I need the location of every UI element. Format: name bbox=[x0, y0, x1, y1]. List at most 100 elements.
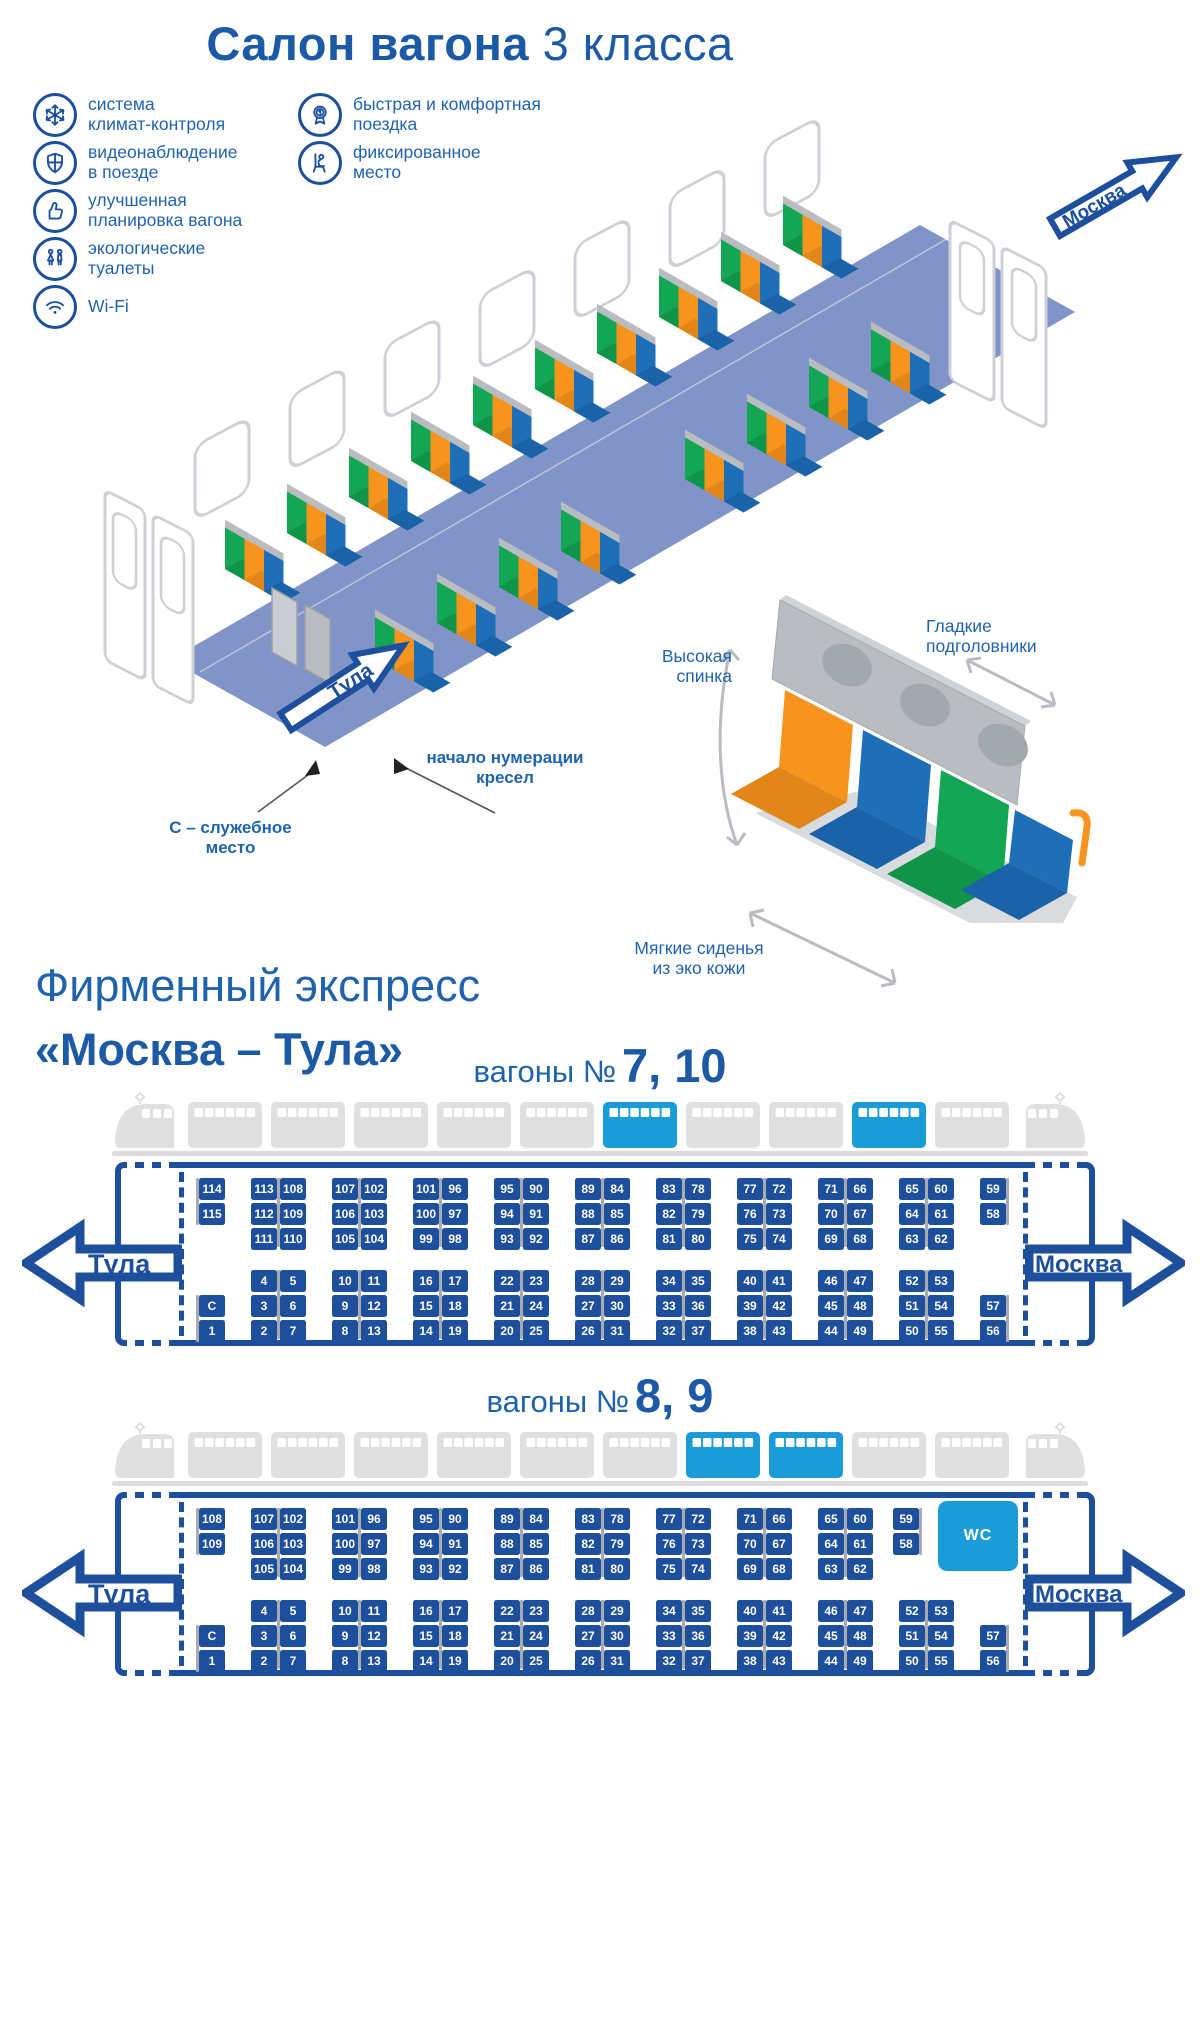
armrest-divider bbox=[277, 1178, 280, 1247]
dashed-border bbox=[1035, 1162, 1083, 1169]
armrest-divider bbox=[439, 1600, 442, 1669]
seat-cell: 32 bbox=[656, 1650, 682, 1672]
seat-cell: 31 bbox=[604, 1320, 630, 1342]
seat-cell: 90 bbox=[523, 1178, 549, 1200]
shield-icon bbox=[33, 140, 77, 185]
seat-cell: 13 bbox=[361, 1320, 387, 1342]
seat-cell: 47 bbox=[847, 1600, 873, 1622]
seat-cell: 35 bbox=[685, 1600, 711, 1622]
seat-cell: 19 bbox=[442, 1650, 468, 1672]
seat-cell: 74 bbox=[685, 1558, 711, 1580]
seat-cell: 73 bbox=[766, 1203, 792, 1225]
seat-cell: 78 bbox=[604, 1508, 630, 1530]
seat-cell: 101 bbox=[413, 1178, 439, 1200]
armrest-divider bbox=[277, 1600, 280, 1669]
seat-cell: 24 bbox=[523, 1625, 549, 1647]
seat-cell: 86 bbox=[604, 1228, 630, 1250]
seat-cell: 36 bbox=[685, 1625, 711, 1647]
seat-cell: 64 bbox=[818, 1533, 844, 1555]
seat-cell: 10 bbox=[332, 1600, 358, 1622]
page-title: Салон вагона 3 класса bbox=[0, 16, 940, 71]
seat-cell: 54 bbox=[928, 1625, 954, 1647]
seat-cell: 80 bbox=[685, 1228, 711, 1250]
map1-tula-label: Тула bbox=[88, 1249, 151, 1279]
dashed-border bbox=[1035, 1492, 1083, 1499]
armrest-divider bbox=[277, 1508, 280, 1577]
seat-cell: 105 bbox=[251, 1558, 277, 1580]
dashed-border bbox=[127, 1669, 175, 1676]
seat-cell: 38 bbox=[737, 1650, 763, 1672]
armrest-divider bbox=[196, 1625, 199, 1672]
seat-cell: 99 bbox=[332, 1558, 358, 1580]
armrest-divider bbox=[601, 1178, 604, 1247]
seat-cell: 8 bbox=[332, 1320, 358, 1342]
seat-cell: 99 bbox=[413, 1228, 439, 1250]
headrest bbox=[978, 723, 1028, 767]
seat-cell: 76 bbox=[737, 1203, 763, 1225]
seat-cell: 48 bbox=[847, 1295, 873, 1317]
armrest-divider bbox=[520, 1178, 523, 1247]
seat-cell-empty bbox=[980, 1270, 1006, 1292]
dashed-border bbox=[1035, 1669, 1083, 1676]
seat-cell: 18 bbox=[442, 1295, 468, 1317]
seat-cell: 46 bbox=[818, 1600, 844, 1622]
seat-cell: 18 bbox=[442, 1625, 468, 1647]
seat-cell: 33 bbox=[656, 1625, 682, 1647]
armrest-divider bbox=[763, 1270, 766, 1339]
seat-cell: 63 bbox=[899, 1228, 925, 1250]
seat-cell: 83 bbox=[656, 1178, 682, 1200]
seat-cell: 31 bbox=[604, 1650, 630, 1672]
seat-cell: 63 bbox=[818, 1558, 844, 1580]
seat-cell: 65 bbox=[899, 1178, 925, 1200]
seat-cell: 38 bbox=[737, 1320, 763, 1342]
seat-cell: 41 bbox=[766, 1600, 792, 1622]
seat-cell: 3 bbox=[251, 1625, 277, 1647]
seat-cell: 28 bbox=[575, 1270, 601, 1292]
seat-cell: 110 bbox=[280, 1228, 306, 1250]
seat-cell: 92 bbox=[523, 1228, 549, 1250]
seat-cell: 85 bbox=[604, 1203, 630, 1225]
armrest-divider bbox=[844, 1270, 847, 1339]
seat-cell: 53 bbox=[928, 1270, 954, 1292]
seat-cell: 109 bbox=[280, 1203, 306, 1225]
seat-cell: 111 bbox=[251, 1228, 277, 1250]
seat-cell: 113 bbox=[251, 1178, 277, 1200]
seat-cell: 106 bbox=[251, 1533, 277, 1555]
seat-cushion-blue bbox=[809, 807, 925, 869]
seat-cell: 32 bbox=[656, 1320, 682, 1342]
